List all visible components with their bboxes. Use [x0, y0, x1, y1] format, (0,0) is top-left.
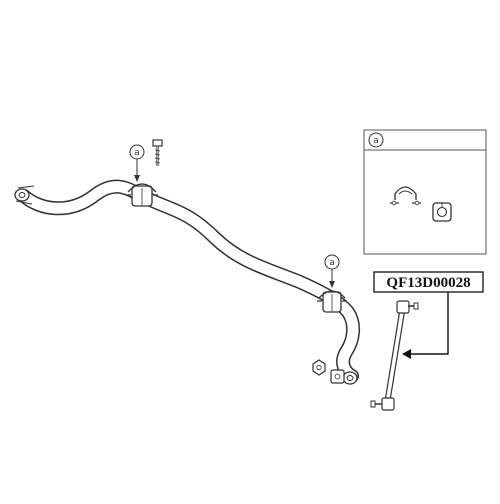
detail-inset-callout — [368, 132, 384, 148]
left-bracket — [127, 183, 157, 193]
part-number-label: QF13D00028 — [373, 271, 484, 293]
detail-inset-letter: a — [373, 136, 379, 146]
pointer-arrow-head — [402, 349, 411, 359]
inset-bushing — [432, 202, 452, 222]
end-nut-and-clamp — [312, 359, 345, 384]
left-bushing-assembly — [126, 183, 158, 207]
callout-right-letter: a — [329, 258, 335, 268]
right-bracket — [318, 290, 346, 299]
part-number-text: QF13D00028 — [386, 275, 470, 291]
detail-inset-frame — [363, 129, 487, 255]
callout-left-letter: a — [134, 148, 140, 158]
stabilizer-link — [370, 300, 419, 411]
callout-left: a — [129, 144, 145, 182]
detail-inset: a — [363, 129, 487, 255]
part-number-arrow — [402, 292, 449, 359]
left-bolt — [152, 139, 163, 166]
stabilizer-bar — [14, 179, 360, 385]
right-bushing-assembly — [317, 290, 347, 313]
callout-right: a — [324, 254, 340, 288]
inset-bracket — [390, 186, 421, 206]
part-number-box — [373, 271, 484, 293]
